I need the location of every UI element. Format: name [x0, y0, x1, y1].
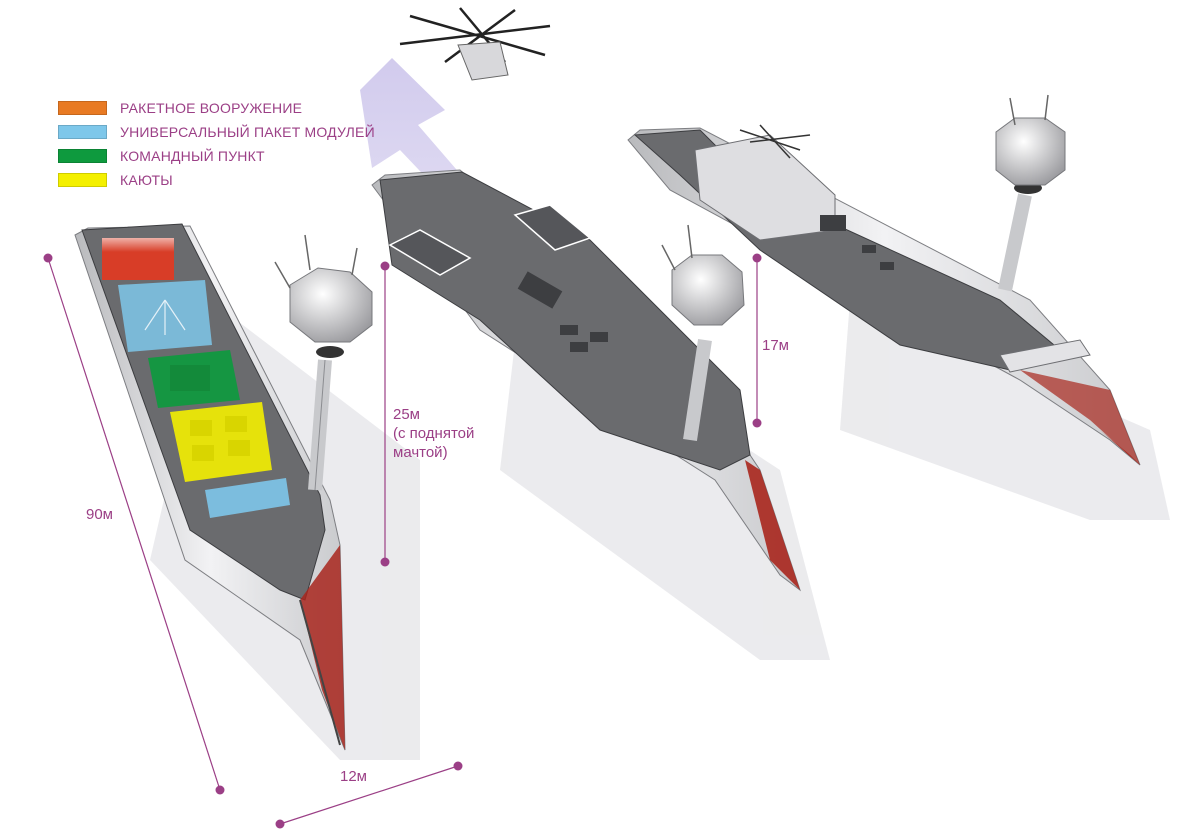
width-label: 12м [340, 768, 367, 785]
legend-label: РАКЕТНОЕ ВООРУЖЕНИЕ [120, 100, 303, 116]
length-label: 90м [86, 506, 113, 523]
mast-height-label: 25м (с поднятой мачтой) [393, 405, 474, 462]
ship-middle-radome [671, 254, 745, 326]
mast-height-value: 25м [393, 406, 420, 423]
helipad-right [513, 204, 592, 251]
legend-item-command: КОМАНДНЫЙ ПУНКТ [58, 144, 375, 168]
legend-label: УНИВЕРСАЛЬНЫЙ ПАКЕТ МОДУЛЕЙ [120, 124, 375, 140]
legend-item-cabins: КАЮТЫ [58, 168, 375, 192]
legend-swatch [58, 173, 107, 187]
legend-item-universal: УНИВЕРСАЛЬНЫЙ ПАКЕТ МОДУЛЕЙ [58, 120, 375, 144]
legend-swatch [58, 101, 107, 115]
legend-label: КОМАНДНЫЙ ПУНКТ [120, 148, 265, 164]
hull-height-label: 17м [762, 337, 789, 354]
ship-left [74, 223, 373, 751]
ship-middle-deck [379, 171, 751, 471]
dimension-lines [43, 253, 762, 829]
ship-right-radome [995, 117, 1066, 186]
mast-height-note-2: мачтой) [393, 444, 448, 461]
ship-middle [371, 169, 801, 592]
helipad-left [388, 229, 472, 276]
legend-swatch [58, 149, 107, 163]
legend-swatch [58, 125, 107, 139]
ship-right [627, 94, 1141, 466]
legend: РАКЕТНОЕ ВООРУЖЕНИЕ УНИВЕРСАЛЬНЫЙ ПАКЕТ … [58, 96, 375, 192]
universal-module-aft [205, 478, 290, 518]
cabins-module [170, 402, 272, 482]
ship-left-radome [289, 267, 373, 343]
legend-label: КАЮТЫ [120, 172, 173, 188]
ship-right-superstructure [694, 134, 836, 241]
mast-height-note-1: (с поднятой [393, 425, 475, 442]
helicopter [399, 7, 551, 81]
legend-item-rocket: РАКЕТНОЕ ВООРУЖЕНИЕ [58, 96, 375, 120]
